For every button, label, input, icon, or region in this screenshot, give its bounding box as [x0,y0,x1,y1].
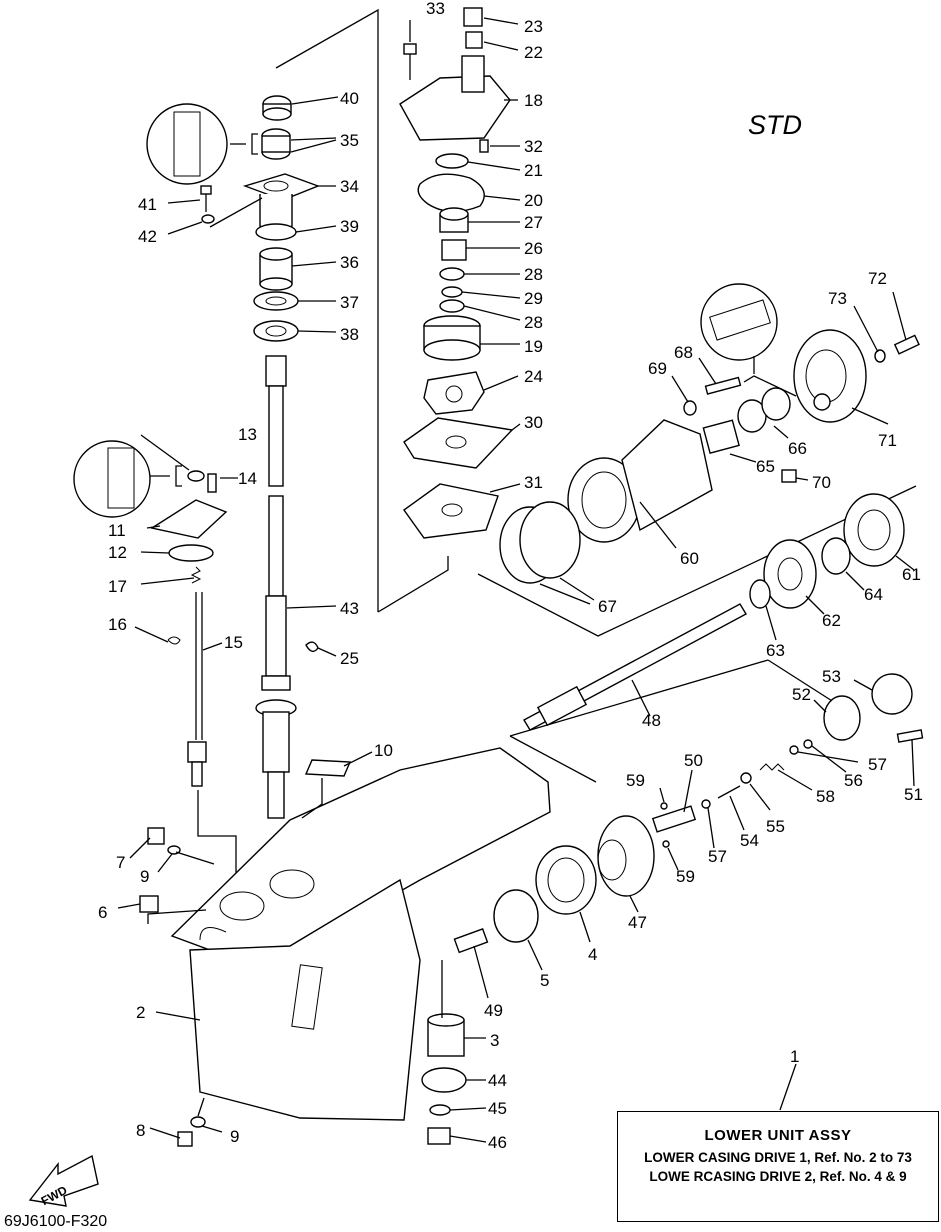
callout-8: 8 [136,1121,145,1140]
callout-15: 15 [224,633,243,652]
callout-61: 61 [902,565,921,584]
shift-rod-group [73,434,238,912]
callout-63: 63 [766,641,785,660]
note-title: LOWER UNIT ASSY [704,1127,852,1144]
callout-72: 72 [868,269,887,288]
callout-34: 34 [340,177,359,196]
callout-73: 73 [828,289,847,308]
callout-47: 47 [628,913,647,932]
figure-code: 69J6100-F320 [4,1213,108,1230]
callout-59a: 59 [626,771,645,790]
callout-27: 27 [524,213,543,232]
prop-shaft-housing-group [477,283,920,783]
callout-62: 62 [822,611,841,630]
callout-1: 1 [790,1047,799,1066]
callout-23: 23 [524,17,543,36]
callout-5: 5 [540,971,549,990]
callout-14: 14 [238,469,257,488]
callout-17: 17 [108,577,127,596]
callout-67: 67 [598,597,617,616]
callout-40: 40 [340,89,359,108]
callout-53: 53 [822,667,841,686]
callout-13: 13 [238,425,257,444]
callout-60: 60 [680,549,699,568]
callout-28b: 28 [524,313,543,332]
callout-52: 52 [792,685,811,704]
callout-32: 32 [524,137,543,156]
callout-24: 24 [524,367,543,386]
callout-66: 66 [788,439,807,458]
lower-casing-group [28,747,797,1207]
callout-9b: 9 [230,1127,239,1146]
callout-48: 48 [642,711,661,730]
callout-9a: 9 [140,867,149,886]
callout-64: 64 [864,585,883,604]
callout-22: 22 [524,43,543,62]
callout-21: 21 [524,161,543,180]
callout-6: 6 [98,903,107,922]
water-pump-group [377,7,521,613]
driveshaft-group [146,8,379,819]
callout-10: 10 [374,741,393,760]
callout-38: 38 [340,325,359,344]
callout-69: 69 [648,359,667,378]
callout-39: 39 [340,217,359,236]
callout-58: 58 [816,787,835,806]
callout-57b: 57 [708,847,727,866]
callout-71: 71 [878,431,897,450]
callout-59b: 59 [676,867,695,886]
callout-55: 55 [766,817,785,836]
callout-20: 20 [524,191,543,210]
callout-28a: 28 [524,265,543,284]
callout-70: 70 [812,473,831,492]
note-box: LOWER UNIT ASSY LOWER CASING DRIVE 1, Re… [617,1111,939,1222]
callout-19: 19 [524,337,543,356]
callout-44: 44 [488,1071,507,1090]
callout-49: 49 [484,1001,503,1020]
callout-18: 18 [524,91,543,110]
callout-65: 65 [756,457,775,476]
callout-51: 51 [904,785,923,804]
callout-26: 26 [524,239,543,258]
callout-25: 25 [340,649,359,668]
callout-31: 31 [524,473,543,492]
callout-36: 36 [340,253,359,272]
callout-43: 43 [340,599,359,618]
callout-45: 45 [488,1099,507,1118]
callout-12: 12 [108,543,127,562]
callout-46: 46 [488,1133,507,1152]
callout-56: 56 [844,771,863,790]
callout-54: 54 [740,831,759,850]
callout-11: 11 [108,521,126,540]
callout-41: 41 [138,195,157,214]
callout-16: 16 [108,615,127,634]
callout-35: 35 [340,131,359,150]
callout-4: 4 [588,945,597,964]
callout-50: 50 [684,751,703,770]
callout-7: 7 [116,853,125,872]
callout-57a: 57 [868,755,887,774]
std-label: STD [748,110,802,140]
callout-33: 33 [426,0,445,18]
callout-30: 30 [524,413,543,432]
callout-68: 68 [674,343,693,362]
callout-42: 42 [138,227,157,246]
callout-2: 2 [136,1003,145,1022]
callout-29: 29 [524,289,543,308]
gear-shaft-group [493,493,924,971]
callout-37: 37 [340,293,359,312]
note-line-1: LOWER CASING DRIVE 1, Ref. No. 2 to 73 [644,1150,912,1165]
callout-3: 3 [490,1031,499,1050]
note-line-2: LOWE RCASING DRIVE 2, Ref. No. 4 & 9 [649,1169,907,1184]
